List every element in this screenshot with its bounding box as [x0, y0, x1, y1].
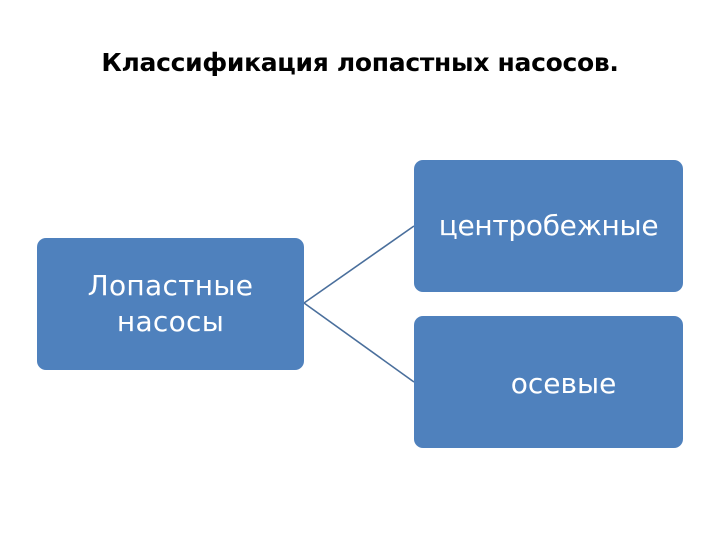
node-vane-pumps-label: Лопастные насосы: [87, 269, 254, 338]
connector-root-to-centrifugal: [303, 225, 415, 304]
node-centrifugal: центробежные: [414, 160, 683, 292]
node-axial-label: осевые: [510, 367, 617, 400]
node-axial: осевые: [414, 316, 683, 448]
connector-root-to-axial: [303, 302, 415, 383]
node-vane-pumps: Лопастные насосы: [37, 238, 304, 370]
slide-title: Классификация лопастных насосов.: [101, 48, 619, 77]
node-centrifugal-label: центробежные: [438, 209, 659, 242]
